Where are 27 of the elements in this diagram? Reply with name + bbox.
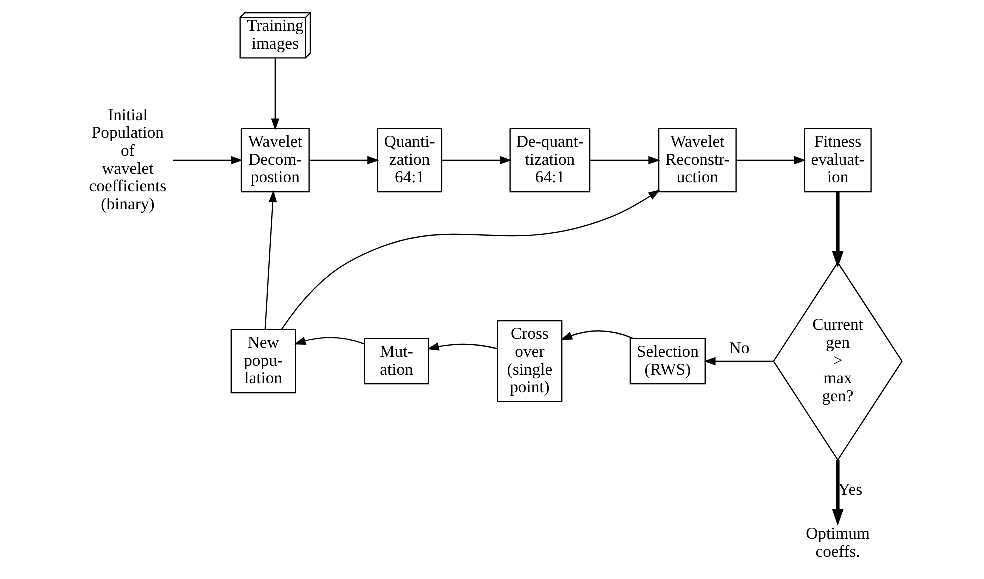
arrow xyxy=(426,342,498,351)
arrow xyxy=(736,156,806,165)
node-diamond: Current gen > max gen? xyxy=(772,262,902,462)
node-box: Cross over (single point) xyxy=(496,320,562,402)
node-box: Selection (RWS) xyxy=(629,338,706,385)
node-box: Quanti- zation 64:1 xyxy=(376,128,442,193)
node-text: Optimum coeffs. xyxy=(806,524,870,561)
arrow xyxy=(442,156,512,165)
arrow xyxy=(560,330,634,340)
node-box: Wavelet Reconstr- uction xyxy=(658,128,736,193)
arrow xyxy=(590,156,660,165)
arrow xyxy=(832,192,844,268)
node-text: Initial Population of wavelet coefficients (binary) xyxy=(88,105,166,214)
node-box: De-quant- tization 64:1 xyxy=(509,128,590,193)
arrow xyxy=(264,190,277,330)
arrow xyxy=(832,460,844,526)
arrow xyxy=(703,357,774,366)
arrow xyxy=(309,156,380,165)
arrow xyxy=(172,156,242,165)
node-box: Mut- ation xyxy=(364,338,429,385)
node-box: Wavelet Decom- postion xyxy=(240,128,310,193)
edge-label: No xyxy=(728,338,750,358)
arrow xyxy=(270,58,280,131)
node-box: Fitness evaluat- ion xyxy=(804,128,872,193)
arrow xyxy=(294,337,364,346)
arrow xyxy=(280,190,660,330)
node-box: New popu- lation xyxy=(230,329,296,394)
